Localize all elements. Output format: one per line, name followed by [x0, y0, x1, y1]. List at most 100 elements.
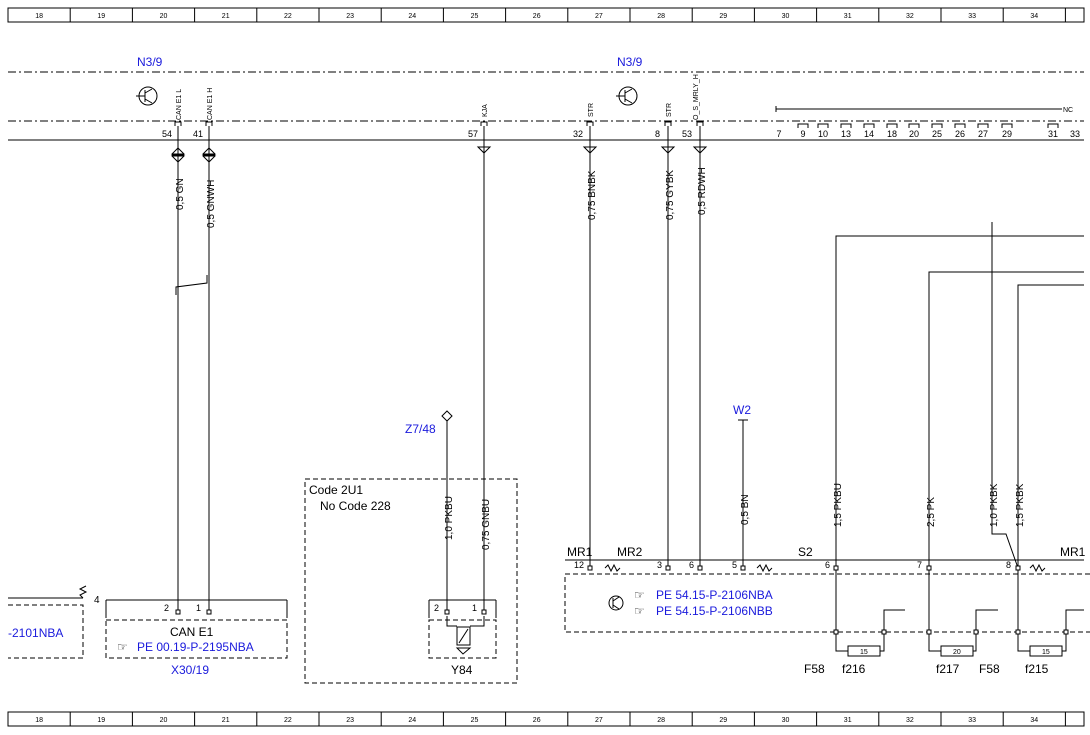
wire-label: 1,5 PKBU [833, 483, 844, 527]
pin-number: 10 [818, 129, 828, 139]
terminal [881, 629, 887, 635]
pin-number: 9 [800, 129, 805, 139]
pin-number: 1 [196, 603, 201, 613]
pin-number: 2 [164, 603, 169, 613]
ruler-column-label: 24 [408, 13, 416, 20]
terminal [926, 629, 932, 635]
splice-z7-48 [441, 410, 453, 422]
ruler-column-label: 27 [595, 717, 603, 724]
pin-stub [696, 121, 704, 140]
ruler-column-label: 34 [1030, 13, 1038, 20]
terminal [444, 609, 450, 615]
resistor-icon [756, 563, 773, 573]
ruler-column-label: 19 [97, 717, 105, 724]
label-y84: Y84 [451, 663, 473, 677]
pin-number: 29 [1002, 129, 1012, 139]
wire-label: 0,75 GYBK [665, 170, 676, 220]
ref-can-e1[interactable]: PE 00.19-P-2195NBA [137, 640, 254, 654]
label-w2[interactable]: W2 [733, 403, 751, 417]
connector-symbol [660, 146, 676, 154]
ref-pe-2106nba[interactable]: PE 54.15-P-2106NBA [656, 588, 773, 602]
wire-pkbk-15 [1017, 284, 1084, 632]
pin-stub [817, 123, 829, 128]
pin-number: 33 [1070, 129, 1080, 139]
label-f217: f217 [936, 662, 960, 676]
pin-label-kja: KJA [482, 104, 489, 117]
connector-symbol [201, 155, 217, 163]
ref-left-cut[interactable]: -2101NBA [8, 626, 63, 640]
label-z7-48[interactable]: Z7/48 [405, 422, 436, 436]
ruler-column-label: 33 [968, 13, 976, 20]
nc-bracket [775, 106, 1062, 112]
pin-stub [863, 123, 875, 128]
pin-label-nc: NC [1063, 107, 1073, 114]
wire-label: 0,75 BNBK [587, 170, 598, 220]
connector-symbol [692, 146, 708, 154]
terminal [175, 609, 181, 615]
ruler-column-label: 25 [471, 13, 479, 20]
ruler-column-label: 20 [160, 717, 168, 724]
pin-stub [1047, 123, 1059, 128]
pin-label-can-h: CAN E1 H [207, 88, 214, 120]
pin-number: 8 [655, 129, 660, 139]
module-label-right[interactable]: N3/9 [617, 55, 643, 69]
pin-number: 54 [162, 129, 172, 139]
pin-number: 14 [864, 129, 874, 139]
wire-pk-25 [928, 271, 1084, 632]
label-s2: S2 [798, 545, 813, 559]
pin-stub [840, 123, 852, 128]
label-f58: F58 [804, 662, 825, 676]
terminal [697, 565, 703, 571]
left-resistor [78, 585, 88, 599]
ruler-top-frame [7, 7, 1085, 23]
pin-number: 6 [689, 560, 694, 570]
can-e1-box [105, 619, 288, 659]
module-label-left[interactable]: N3/9 [137, 55, 163, 69]
wire-label: 0,5 BN [740, 494, 751, 525]
ruler-column-label: 18 [35, 717, 43, 724]
ruler-column-label: 33 [968, 717, 976, 724]
connector-symbol [201, 147, 217, 155]
ruler-column-label: 19 [97, 13, 105, 20]
wire-label: 0,5 GN [175, 178, 186, 210]
pin-stub [797, 123, 809, 128]
ruler-column-label: 22 [284, 13, 292, 20]
ruler-column-label: 27 [595, 13, 603, 20]
pin-number: 13 [841, 129, 851, 139]
pin-stub [586, 121, 594, 140]
label-x30-19[interactable]: X30/19 [171, 663, 209, 677]
pin-number: 27 [978, 129, 988, 139]
ruler-column-label: 32 [906, 717, 914, 724]
pin-number: 41 [193, 129, 203, 139]
ruler-column-label: 22 [284, 717, 292, 724]
wire-label: 0,5 RDWH [697, 167, 708, 215]
pin-number: 12 [574, 560, 584, 570]
pin-number: 31 [1048, 129, 1058, 139]
terminal [1063, 629, 1069, 635]
pin-number: 20 [909, 129, 919, 139]
terminal [926, 565, 932, 571]
ref-pe-2106nbb[interactable]: PE 54.15-P-2106NBB [656, 604, 773, 618]
ruler-column-label: 32 [906, 13, 914, 20]
ruler-bottom-frame [7, 711, 1085, 727]
code-2u1-box [304, 478, 518, 684]
hand-pointer-icon: ☞ [634, 604, 645, 618]
fuse-rating: 15 [1042, 649, 1050, 656]
fuse-rating: 15 [860, 649, 868, 656]
transistor-icon [608, 595, 624, 611]
transistor-icon [136, 86, 158, 106]
pin-stub [954, 123, 966, 128]
pin-number: 5 [732, 560, 737, 570]
ruler-column-label: 21 [222, 717, 230, 724]
pin-stub [480, 121, 488, 140]
pin-label-o-s-mrly-h: O_S_MRLY_H [693, 74, 700, 120]
pin-label-can-l: CAN E1 L [176, 89, 183, 120]
fuse-wire-1 [835, 632, 848, 652]
pin-number: 6 [825, 560, 830, 570]
pin-stub [1001, 123, 1013, 128]
ruler-column-label: 28 [657, 717, 665, 724]
wire-pkbu-15 [835, 235, 1084, 632]
terminal [833, 629, 839, 635]
label-mr1: MR1 [567, 545, 593, 559]
